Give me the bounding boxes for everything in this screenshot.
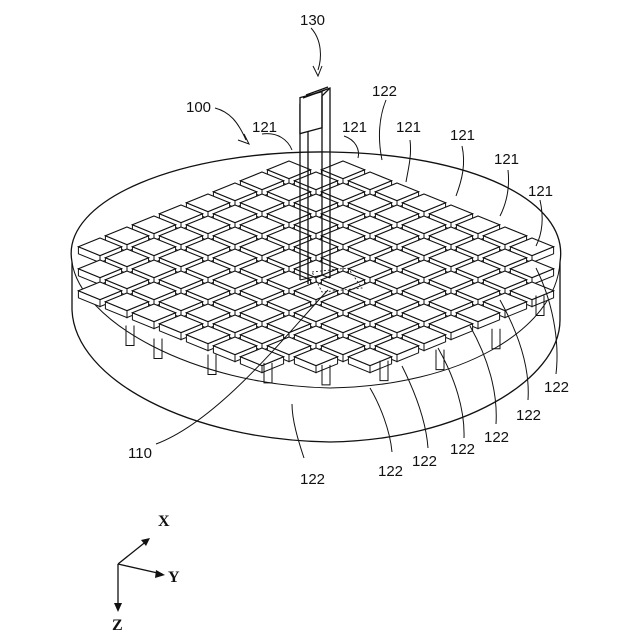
y-axis-label: Y xyxy=(168,569,180,586)
label-tile-4: 121 xyxy=(450,127,475,144)
z-axis-label: Z xyxy=(112,617,123,634)
label-groove-3: 122 xyxy=(412,453,437,470)
x-axis-label: X xyxy=(158,513,170,530)
label-tile-1: 121 xyxy=(252,119,277,136)
label-groove-top: 122 xyxy=(372,83,397,100)
z-arrowhead xyxy=(114,603,122,612)
label-groove-7: 122 xyxy=(544,379,569,396)
groove-notch xyxy=(208,354,216,374)
label-tile-3: 121 xyxy=(396,119,421,136)
label-tile-6: 121 xyxy=(528,183,553,200)
axis-indicator: X Y Z xyxy=(112,513,180,634)
label-groove-2: 122 xyxy=(378,463,403,480)
y-axis-line xyxy=(118,564,162,574)
x-axis-line xyxy=(118,540,148,564)
label-probe: 130 xyxy=(300,12,325,29)
label-groove-6: 122 xyxy=(516,407,541,424)
label-wafer: 100 xyxy=(186,99,211,116)
label-chip: 110 xyxy=(128,445,152,462)
label-tile-5: 121 xyxy=(494,151,519,168)
y-arrowhead xyxy=(155,570,165,578)
label-groove-4: 122 xyxy=(450,441,475,458)
label-groove-1: 122 xyxy=(300,471,325,488)
label-tile-2: 121 xyxy=(342,119,367,136)
label-groove-5: 122 xyxy=(484,429,509,446)
